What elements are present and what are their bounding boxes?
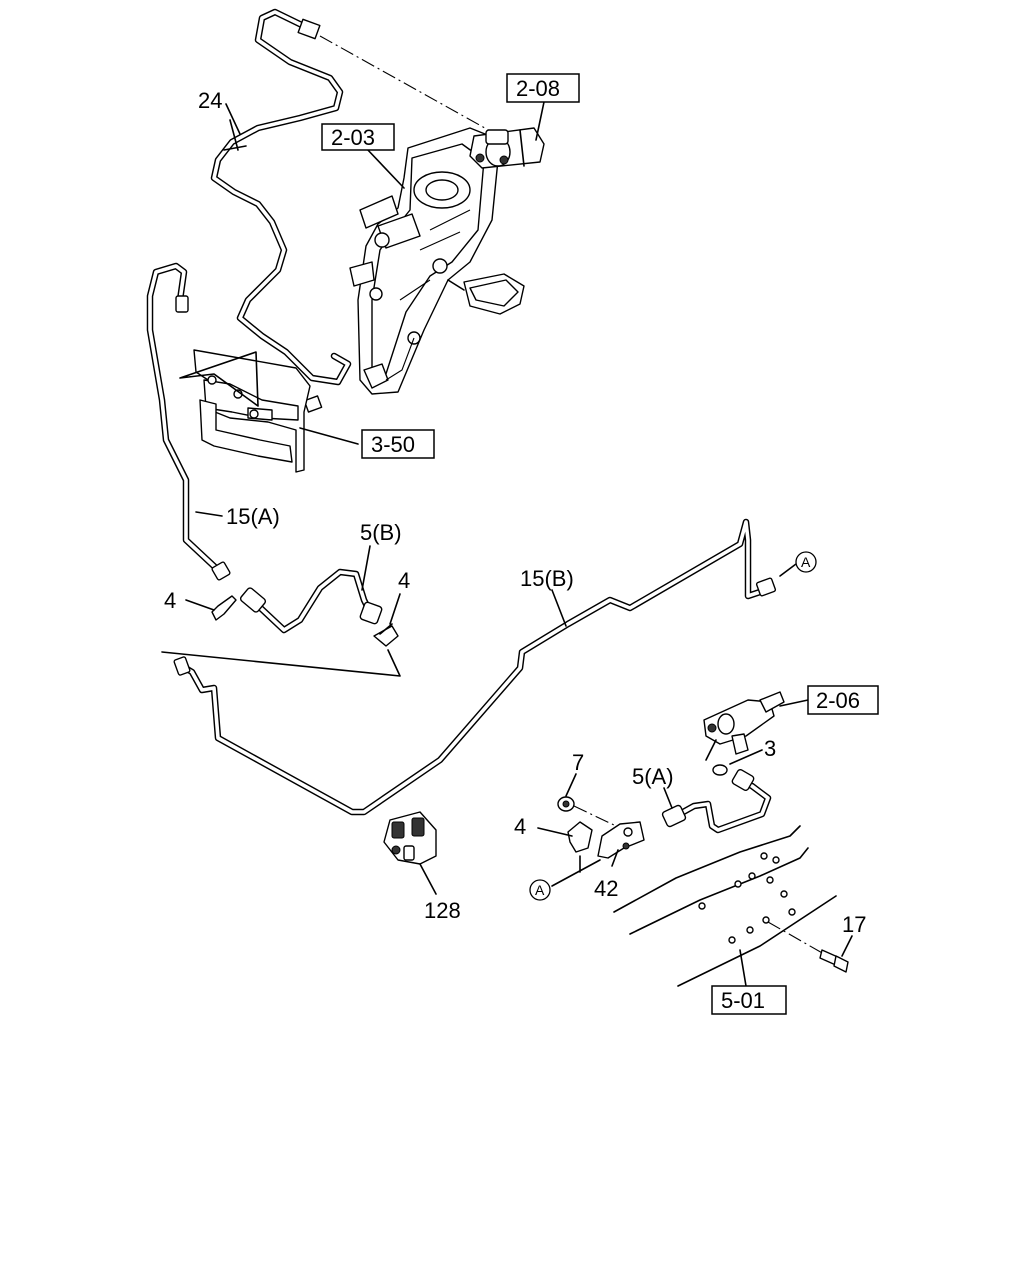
label-128: 128	[424, 898, 461, 923]
leader-4-lower	[537, 827, 573, 837]
hose-5a	[661, 768, 772, 834]
leader-42	[611, 849, 619, 867]
leader-15a	[195, 511, 223, 517]
leader-a2	[551, 855, 601, 887]
connection-line	[319, 35, 493, 133]
leader-4-right	[389, 593, 401, 625]
label-15a: 15(A)	[226, 504, 280, 529]
label-5-01: 5-01	[721, 988, 765, 1013]
bolt-17	[819, 949, 849, 973]
label-a1: A	[801, 554, 811, 570]
ref-box-2-08	[506, 73, 580, 103]
leader-7	[565, 773, 577, 797]
leader-128	[419, 863, 437, 895]
leader-2-08	[535, 101, 545, 141]
label-4-left: 4	[164, 588, 176, 613]
valve-128	[383, 811, 437, 865]
label-a2: A	[535, 882, 545, 898]
ref-circle-a2	[529, 879, 551, 901]
nut-7	[557, 796, 575, 812]
master-cylinder	[469, 127, 545, 169]
label-2-08: 2-08	[516, 76, 560, 101]
clip-4-left	[211, 595, 237, 621]
washer-3	[712, 764, 728, 776]
label-17: 17	[842, 912, 866, 937]
label-3-50: 3-50	[371, 432, 415, 457]
clutch-pedal-assembly	[349, 127, 525, 395]
ref-box-2-03	[321, 123, 395, 151]
label-15b: 15(B)	[520, 566, 574, 591]
pipe-15b	[173, 518, 777, 816]
nut-axis	[573, 805, 617, 827]
bracket-line	[161, 649, 401, 677]
label-24: 24	[198, 88, 222, 113]
label-42: 42	[594, 876, 618, 901]
label-5b: 5(B)	[360, 520, 402, 545]
bracket-3-50	[179, 349, 311, 473]
leader-2-03	[365, 147, 405, 189]
bolt-axis	[767, 921, 825, 955]
label-5a: 5(A)	[632, 764, 674, 789]
ref-box-2-06	[807, 685, 879, 715]
pipe-15a	[146, 262, 231, 581]
hose-5b	[239, 568, 383, 634]
label-7: 7	[572, 750, 584, 775]
leader-5b	[361, 545, 371, 591]
leader-3	[729, 749, 763, 765]
leader-5-01	[739, 949, 747, 987]
leader-a1	[779, 563, 797, 577]
label-2-03: 2-03	[331, 125, 375, 150]
bracket-42	[597, 821, 645, 859]
label-3: 3	[764, 736, 776, 761]
label-4-lower: 4	[514, 814, 526, 839]
ref-box-5-01	[711, 985, 787, 1015]
leader-4-left	[185, 599, 215, 611]
label-2-06: 2-06	[816, 688, 860, 713]
leader-5a	[663, 787, 673, 809]
leader-15b	[551, 589, 567, 627]
ref-circle-a1	[795, 551, 817, 573]
slave-cylinder	[703, 691, 785, 755]
clip-4-right	[373, 623, 399, 647]
leader-24	[225, 103, 241, 135]
frame-5-01	[613, 825, 837, 987]
leader-2-06	[779, 699, 809, 707]
ref-box-3-50	[361, 429, 435, 459]
leader-3-50	[299, 427, 359, 445]
leader-17	[841, 935, 853, 957]
leader-slave-down	[705, 739, 717, 761]
label-4-right: 4	[398, 568, 410, 593]
pipe-24	[210, 8, 352, 413]
clip-4-lower	[567, 821, 593, 853]
